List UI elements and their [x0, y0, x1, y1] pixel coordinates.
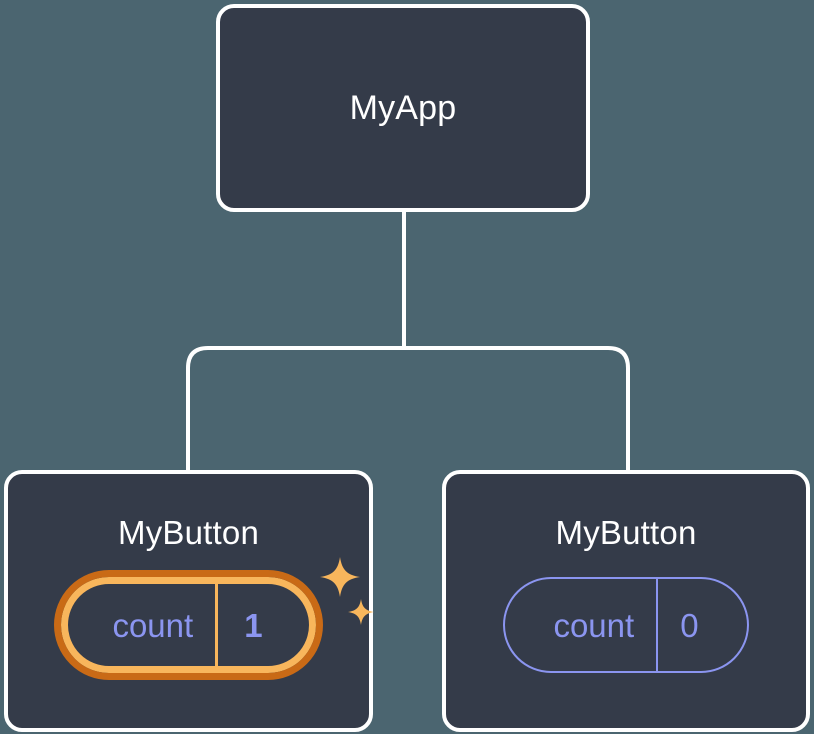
node-title: MyApp [349, 89, 457, 127]
node-title: MyButton [555, 514, 697, 551]
state-pill-wrapper: count 1 [54, 557, 374, 680]
state-value: 0 [656, 579, 746, 671]
node-mybutton-right[interactable]: MyButton count 0 [442, 470, 810, 732]
state-pill-wrapper: count 0 [503, 577, 749, 673]
node-myapp[interactable]: MyApp [216, 4, 590, 212]
state-key: count [553, 606, 635, 644]
node-mybutton-left[interactable]: MyButton count 1 [4, 470, 374, 732]
state-pill[interactable]: count 0 [503, 577, 749, 673]
node-title: MyButton [118, 514, 259, 551]
edge-branch-bar [186, 346, 630, 470]
state-value: 1 [215, 584, 308, 666]
sparkle-icon [347, 599, 374, 625]
state-key: count [112, 606, 194, 644]
sparkle-icon [319, 557, 360, 597]
state-pill-highlighted[interactable]: count 1 [54, 570, 323, 680]
